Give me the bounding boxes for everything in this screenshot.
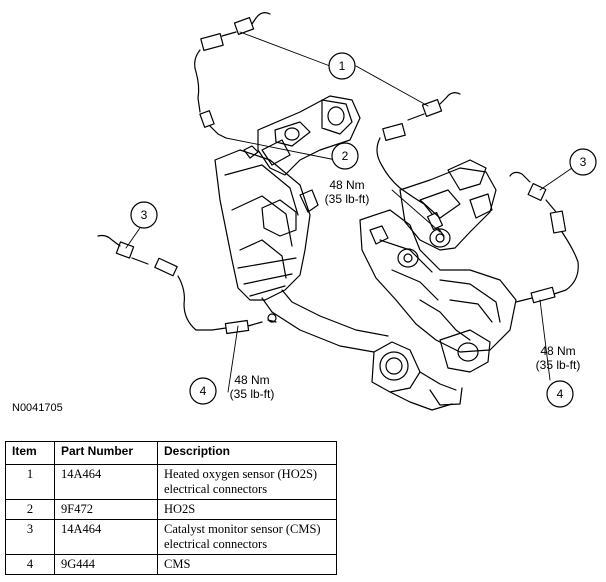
table-row: 2 9F472 HO2S [5, 499, 337, 520]
callout-3-left-number: 3 [141, 208, 148, 222]
row-part-number: 14A464 [54, 519, 158, 555]
torque-label-4-right-imperial: (35 lb-ft) [536, 358, 581, 372]
row-description: CMS [157, 554, 337, 575]
leader-lines [125, 31, 573, 393]
right-exhaust-manifold [399, 159, 497, 251]
callout-2-number: 2 [342, 149, 349, 163]
table-header-row: Item Part Number Description [5, 441, 337, 465]
callout-circles [130, 52, 597, 408]
row-part-number: 9F472 [54, 499, 158, 520]
callout-1-number: 1 [339, 59, 346, 73]
torque-label-4-right-metric: 48 Nm [540, 344, 575, 358]
table-row: 1 14A464 Heated oxygen sensor (HO2S) ele… [5, 464, 337, 500]
ho2s-left-harness [194, 12, 271, 139]
right-catalytic-converter [359, 209, 517, 353]
cms-left-harness [97, 234, 263, 335]
row-description: HO2S [157, 499, 337, 520]
y-pipe [261, 289, 491, 411]
torque-label-4-left-metric: 48 Nm [234, 373, 269, 387]
exhaust-sensor-illustration: 1 2 3 3 4 4 48 Nm (35 lb-ft) 48 Nm (35 l… [12, 12, 597, 414]
left-catalytic-converter [214, 145, 319, 301]
torque-label-4-left-imperial: (35 lb-ft) [230, 387, 275, 401]
row-part-number: 14A464 [54, 464, 158, 500]
row-part-number: 9G444 [54, 554, 158, 575]
ho2s-right-harness [376, 92, 461, 237]
callout-4-left-number: 4 [200, 384, 207, 398]
callout-3-right-number: 3 [580, 155, 587, 169]
row-item: 3 [5, 519, 55, 555]
cms-right-harness [509, 171, 579, 304]
figure-id: N0041705 [12, 402, 63, 414]
row-item: 1 [5, 464, 55, 500]
parts-table: Item Part Number Description 1 14A464 He… [5, 441, 337, 575]
row-item: 2 [5, 499, 55, 520]
table-row: 3 14A464 Catalyst monitor sensor (CMS) e… [5, 519, 337, 555]
torque-label-2-metric: 48 Nm [329, 178, 364, 192]
row-description: Heated oxygen sensor (HO2S) electrical c… [157, 464, 337, 500]
header-item: Item [5, 441, 55, 465]
table-row: 4 9G444 CMS [5, 554, 337, 575]
row-item: 4 [5, 554, 55, 575]
left-exhaust-manifold [257, 95, 361, 176]
row-description: Catalyst monitor sensor (CMS) electrical… [157, 519, 337, 555]
torque-label-2-imperial: (35 lb-ft) [325, 192, 370, 206]
callout-4-right-number: 4 [557, 387, 564, 401]
header-description: Description [157, 441, 337, 465]
header-part-number: Part Number [54, 441, 158, 465]
